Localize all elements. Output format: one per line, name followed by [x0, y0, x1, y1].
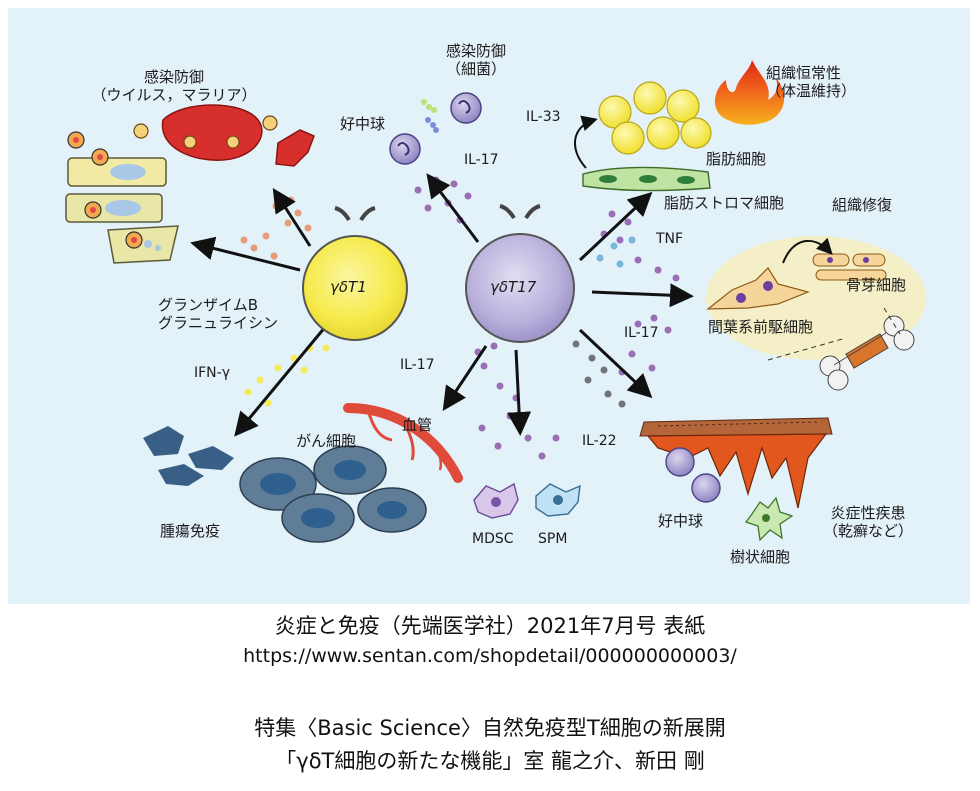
mdsc-icon	[473, 482, 519, 519]
mesenchymal-label: 間葉系前駆細胞	[708, 318, 814, 336]
tumor-immunity-label: 腫瘍免疫	[160, 522, 221, 540]
il17-top-label: IL-17	[464, 152, 499, 168]
granzyme-label: グランザイムB グラニュライシン	[158, 296, 279, 332]
tnf-dots	[596, 236, 636, 268]
gd-t1-label: γδT1	[330, 278, 367, 296]
inflammatory-disease-label: 炎症性疾患 （乾癬など）	[822, 504, 913, 540]
neutrophil-bottom-label: 好中球	[658, 512, 704, 530]
neutrophil-bottom-icon	[665, 447, 721, 503]
homeostasis-label: 組織恒常性 （体温維持）	[766, 64, 857, 100]
signal-arrows	[190, 173, 694, 437]
gd-t1-cell-icon	[302, 206, 408, 341]
spm-icon	[535, 483, 581, 517]
flame-icon	[714, 60, 785, 125]
tnf-label: TNF	[656, 231, 684, 247]
bacteria-icon	[421, 92, 482, 133]
dendritic-cell-label: 樹状細胞	[730, 548, 791, 566]
osteoblast-icon	[782, 237, 887, 281]
spm-label: SPM	[538, 531, 568, 547]
neutrophil-top-label: 好中球	[340, 115, 386, 133]
mdsc-label: MDSC	[472, 531, 514, 547]
tissue-repair-label: 組織修復	[832, 196, 893, 214]
caption-article: 「γδT細胞の新たな機能」室 龍之介、新田 剛	[275, 749, 705, 773]
granzyme-dots	[240, 196, 312, 260]
infected-epithelium-icon	[65, 131, 179, 264]
ifn-dots	[244, 344, 330, 407]
gd-t17-cell-icon	[465, 204, 575, 343]
il17-right-label: IL-17	[624, 325, 659, 341]
cancer-cell-label: がん細胞	[296, 432, 357, 450]
infection-bacteria-label: 感染防御 （細菌）	[445, 42, 506, 78]
blood-vessel-icon	[343, 403, 463, 483]
dendritic-cell-icon	[744, 496, 794, 542]
cancer-cell-icon	[239, 445, 427, 543]
ifn-gamma-label: IFN-γ	[194, 365, 230, 381]
caption-feature: 特集〈Basic Science〉自然免疫型T細胞の新展開	[254, 716, 726, 740]
diagram-figure: γδT1 γδT17 感染防御 （ウイルス，マラリア） 感染防御 （細菌） 好中…	[8, 8, 970, 604]
diagram-canvas	[65, 60, 926, 543]
infection-virus-label: 感染防御 （ウイルス，マラリア）	[91, 68, 257, 104]
osteoblast-label: 骨芽細胞	[846, 276, 907, 294]
tumor-cell-icon	[143, 426, 234, 486]
bone-icon	[767, 307, 915, 391]
adipocyte-label: 脂肪細胞	[706, 150, 767, 168]
il33-label: IL-33	[526, 109, 561, 125]
il17-mid-label: IL-17	[400, 357, 435, 373]
red-blood-cell-icon	[133, 104, 315, 167]
neutrophil-icon	[389, 133, 421, 165]
gd-t17-label: γδT17	[490, 278, 537, 296]
adipocyte-icon	[598, 81, 712, 155]
il22-dots	[572, 340, 626, 408]
inflamed-skin-icon	[639, 417, 833, 509]
tissue-repair-region	[706, 236, 926, 360]
adipose-stroma-label: 脂肪ストロマ細胞	[664, 194, 785, 212]
caption-url: https://www.sentan.com/shopdetail/000000…	[243, 645, 737, 667]
il22-label: IL-22	[582, 433, 617, 449]
vessel-label: 血管	[402, 416, 433, 434]
adipose-stroma-icon	[574, 115, 711, 192]
caption-journal: 炎症と免疫（先端医学社）2021年7月号 表紙	[274, 614, 706, 638]
mesenchymal-cell-icon	[706, 267, 810, 310]
